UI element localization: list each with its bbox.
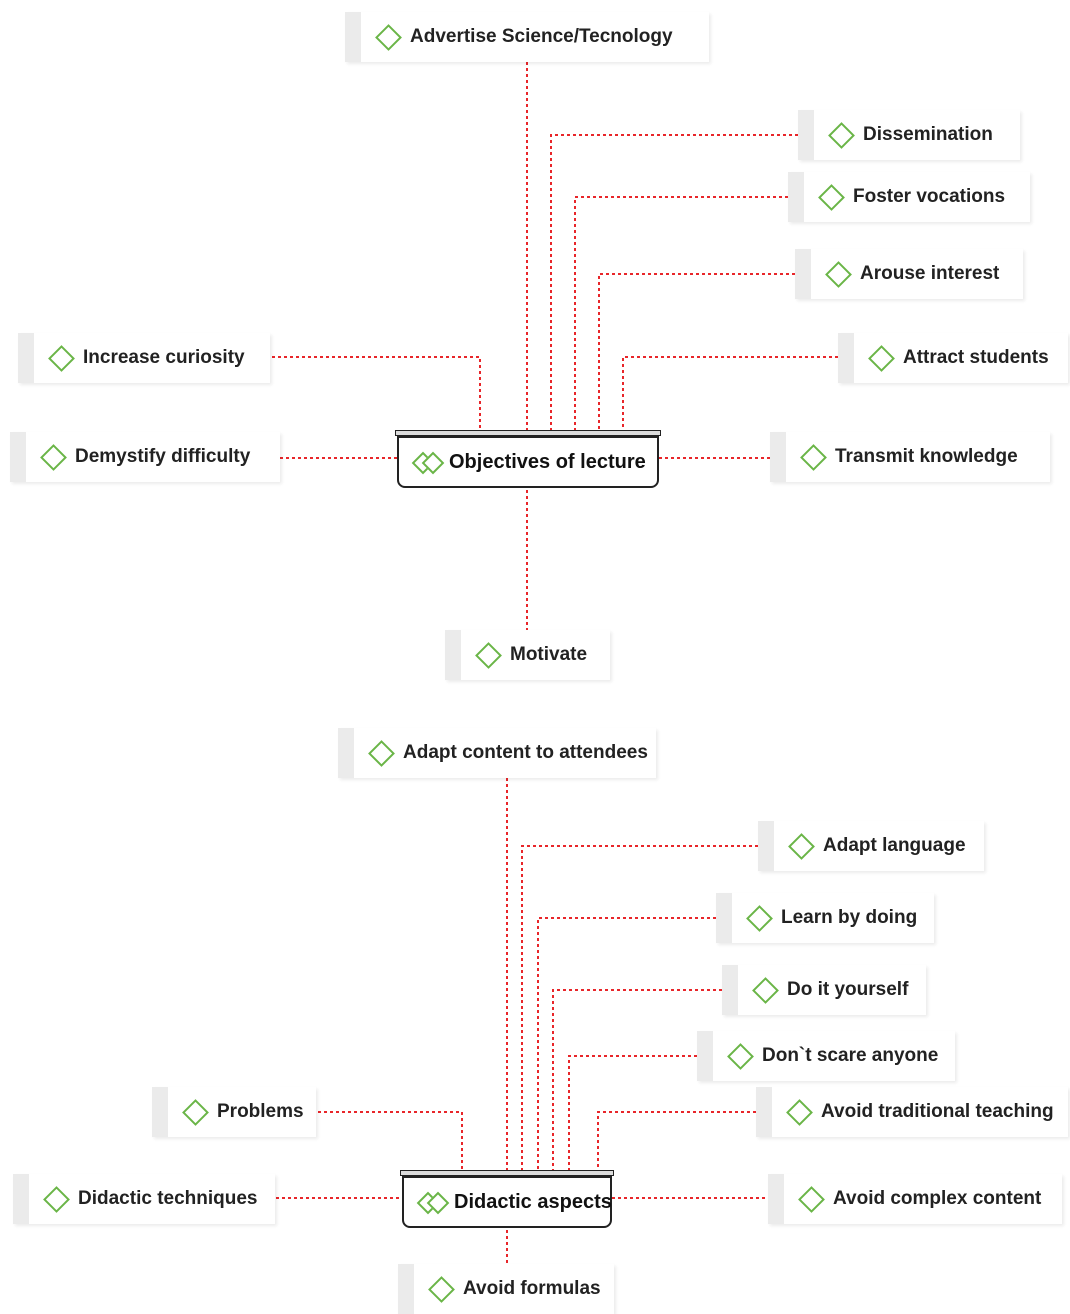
code-dont-scare-anyone[interactable]: Don`t scare anyone xyxy=(697,1031,955,1081)
code-adapt-content[interactable]: Adapt content to attendees xyxy=(338,728,656,778)
code-label: Do it yourself xyxy=(787,979,909,1000)
code-learn-by-doing[interactable]: Learn by doing xyxy=(716,893,934,943)
code-label: Arouse interest xyxy=(860,263,1000,284)
code-avoid-complex-content[interactable]: Avoid complex content xyxy=(768,1174,1062,1224)
code-label: Demystify difficulty xyxy=(75,446,251,467)
code-advertise-science[interactable]: Advertise Science/Tecnology xyxy=(345,12,709,62)
code-label: Don`t scare anyone xyxy=(762,1045,939,1066)
code-avoid-traditional-teaching[interactable]: Avoid traditional teaching xyxy=(756,1087,1068,1137)
diamond-icon xyxy=(43,1185,70,1213)
group-label: Objectives of lecture xyxy=(449,450,646,473)
code-label: Foster vocations xyxy=(853,186,1006,207)
code-label: Problems xyxy=(217,1101,304,1122)
diamond-icon xyxy=(182,1098,209,1126)
code-avoid-formulas[interactable]: Avoid formulas xyxy=(398,1264,614,1314)
code-demystify-difficulty[interactable]: Demystify difficulty xyxy=(10,432,280,482)
diamond-icon xyxy=(825,260,852,288)
diamond-icon xyxy=(428,1275,455,1303)
code-increase-curiosity[interactable]: Increase curiosity xyxy=(18,333,270,383)
code-adapt-language[interactable]: Adapt language xyxy=(758,821,984,871)
code-label: Avoid traditional teaching xyxy=(821,1101,1054,1122)
code-do-it-yourself[interactable]: Do it yourself xyxy=(722,965,926,1015)
double-diamond-icon xyxy=(416,1191,450,1215)
code-didactic-techniques[interactable]: Didactic techniques xyxy=(13,1174,275,1224)
diamond-icon xyxy=(48,344,75,372)
diamond-icon xyxy=(727,1042,754,1070)
diamond-icon xyxy=(798,1185,825,1213)
code-dissemination[interactable]: Dissemination xyxy=(798,110,1020,160)
code-label: Increase curiosity xyxy=(83,347,245,368)
code-label: Dissemination xyxy=(863,124,993,145)
diamond-icon xyxy=(868,344,895,372)
code-label: Avoid complex content xyxy=(833,1188,1042,1209)
double-diamond-icon xyxy=(411,451,445,475)
diamond-icon xyxy=(40,443,67,471)
code-label: Avoid formulas xyxy=(463,1278,601,1299)
code-transmit-knowledge[interactable]: Transmit knowledge xyxy=(770,432,1050,482)
diamond-icon xyxy=(800,443,827,471)
group-header-bar xyxy=(395,430,661,436)
code-arouse-interest[interactable]: Arouse interest xyxy=(795,249,1023,299)
group-label: Didactic aspects xyxy=(454,1190,612,1213)
diamond-icon xyxy=(818,183,845,211)
group-objectives-of-lecture[interactable]: Objectives of lecture xyxy=(395,430,661,488)
code-label: Adapt content to attendees xyxy=(403,742,648,763)
code-label: Motivate xyxy=(510,644,588,665)
diamond-icon xyxy=(746,904,773,932)
code-foster-vocations[interactable]: Foster vocations xyxy=(788,172,1030,222)
group-header-bar xyxy=(400,1170,614,1176)
code-label: Advertise Science/Tecnology xyxy=(410,26,673,47)
code-motivate[interactable]: Motivate xyxy=(445,630,610,680)
group-didactic-aspects[interactable]: Didactic aspects xyxy=(400,1170,614,1228)
code-label: Attract students xyxy=(903,347,1049,368)
code-label: Didactic techniques xyxy=(78,1188,258,1209)
diamond-icon xyxy=(375,23,402,51)
diamond-icon xyxy=(475,641,502,669)
code-attract-students[interactable]: Attract students xyxy=(838,333,1068,383)
diamond-icon xyxy=(788,832,815,860)
diamond-icon xyxy=(752,976,779,1004)
diamond-icon xyxy=(828,121,855,149)
code-label: Transmit knowledge xyxy=(835,446,1018,467)
code-problems[interactable]: Problems xyxy=(152,1087,316,1137)
diamond-icon xyxy=(786,1098,813,1126)
diamond-icon xyxy=(368,739,395,767)
code-label: Adapt language xyxy=(823,835,966,856)
code-label: Learn by doing xyxy=(781,907,918,928)
